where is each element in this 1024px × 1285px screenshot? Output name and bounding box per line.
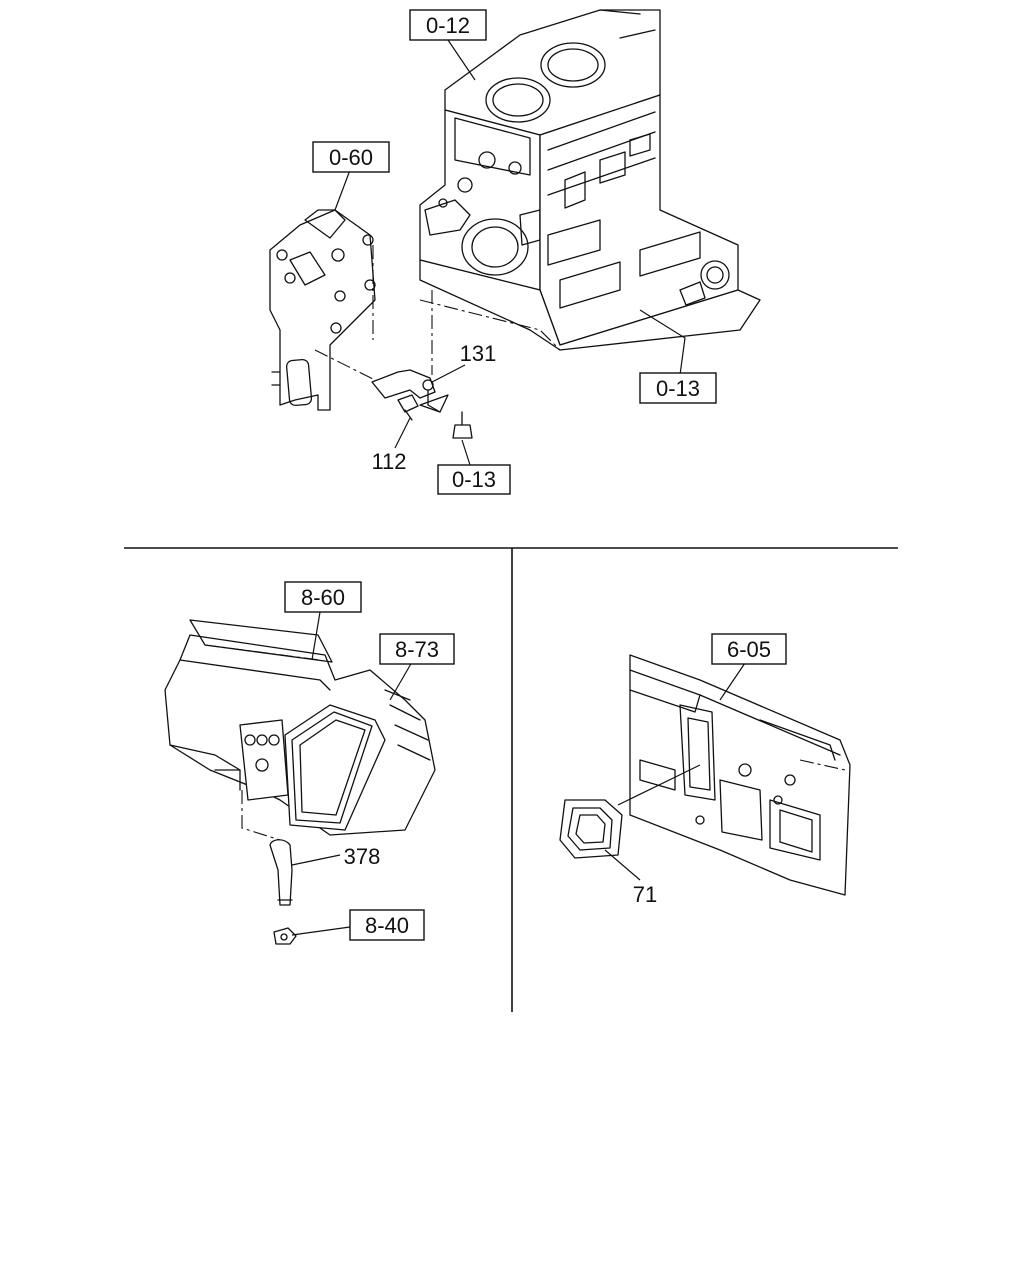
heater-unit-drawing [164, 619, 436, 836]
ref-label-0-60-text: 0-60 [329, 145, 373, 170]
ref-label-6-05: 6-05 [711, 633, 787, 665]
ref-label-8-60: 8-60 [284, 581, 362, 613]
part-number-378: 378 [344, 844, 381, 869]
part-number-112: 112 [371, 449, 406, 474]
bolt-112-drawing [397, 394, 419, 421]
ref-label-8-73: 8-73 [379, 633, 455, 665]
ref-label-0-60: 0-60 [312, 141, 390, 173]
ref-label-8-73-text: 8-73 [395, 637, 439, 662]
ref-label-8-40: 8-40 [349, 909, 425, 941]
ref-label-8-40-text: 8-40 [365, 913, 409, 938]
dash-panel-drawing [629, 654, 851, 896]
engine-block-drawing [419, 9, 761, 351]
clamp-bracket-drawing [371, 290, 449, 413]
ref-label-0-12: 0-12 [409, 9, 487, 41]
mounting-bracket-drawing [269, 209, 376, 411]
ref-label-8-60-text: 8-60 [301, 585, 345, 610]
ref-label-0-13-bolt: 0-13 [437, 464, 511, 495]
ref-label-0-13-oil-pan-text: 0-13 [656, 376, 700, 401]
drain-hose-drawing [241, 790, 297, 945]
ref-label-6-05-text: 6-05 [727, 637, 771, 662]
part-number-71: 71 [633, 882, 657, 907]
ref-label-0-13-bolt-text: 0-13 [452, 467, 496, 492]
leader-lines [291, 39, 746, 936]
part-number-131: 131 [460, 341, 497, 366]
ref-label-0-12-text: 0-12 [426, 13, 470, 38]
seal-71-drawing [559, 799, 623, 859]
ref-label-0-13-oil-pan: 0-13 [639, 372, 717, 404]
bolt-0-13-drawing [452, 411, 473, 439]
